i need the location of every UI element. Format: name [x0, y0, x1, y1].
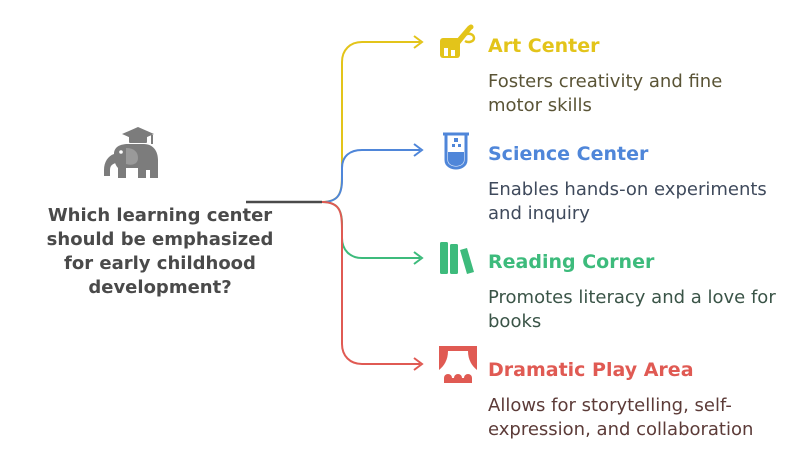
branch-reading	[321, 201, 420, 259]
stage-curtain-icon	[439, 346, 477, 383]
branch-dramatic	[321, 201, 420, 365]
option-title-science-center: Science Center	[488, 143, 649, 165]
elephant-graduation-icon	[104, 127, 158, 178]
arrow-science	[413, 143, 424, 157]
option-title-reading-corner: Reading Corner	[488, 251, 655, 273]
books-icon	[440, 242, 474, 274]
option-desc-reading-corner: Promotes literacy and a love for books	[488, 287, 776, 332]
option-desc-science-center: Enables hands-on experiments and inquiry	[488, 179, 767, 224]
option-title-art-center: Art Center	[488, 35, 600, 57]
arrow-dramatic	[413, 357, 424, 371]
palette-brush-icon	[440, 24, 476, 58]
test-tube-icon	[443, 132, 469, 170]
branch-science	[321, 149, 420, 203]
option-desc-dramatic-play-area: Allows for storytelling, self- expressio…	[488, 395, 754, 440]
arrow-art	[413, 35, 424, 49]
arrow-reading	[413, 251, 424, 265]
branch-art	[321, 41, 420, 203]
option-desc-art-center: Fosters creativity and fine motor skills	[488, 71, 723, 116]
central-question: Which learning center should be emphasiz…	[46, 205, 274, 298]
option-title-dramatic-play-area: Dramatic Play Area	[488, 359, 694, 381]
